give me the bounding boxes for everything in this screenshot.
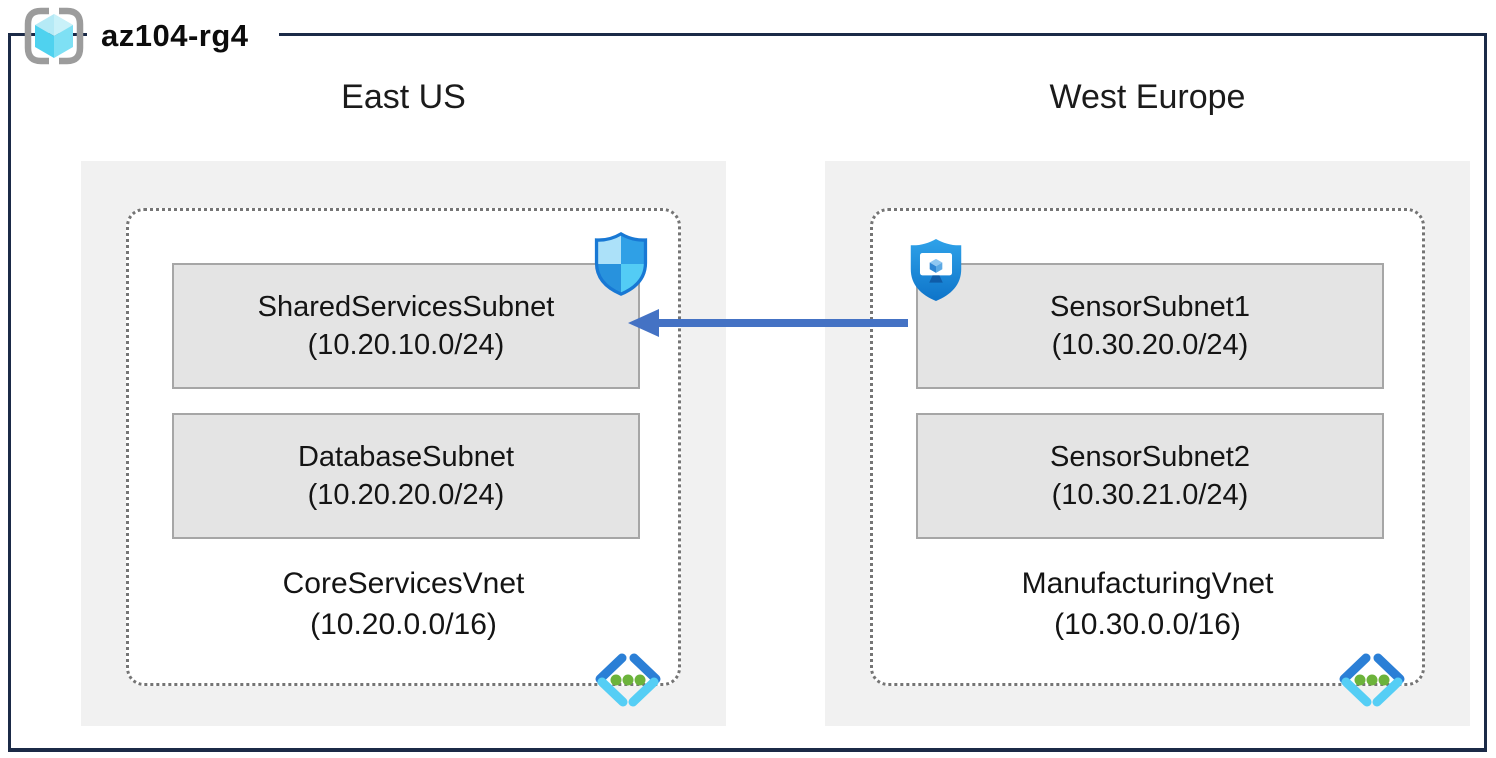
- vnet-cidr: (10.30.0.0/16): [1054, 608, 1241, 642]
- subnet-name: SharedServicesSubnet: [257, 290, 555, 323]
- resource-group-title: az104-rg4: [21, 6, 279, 66]
- resource-group-container: az104-rg4 East US SharedServicesSubnet (…: [8, 7, 1487, 752]
- subnet-cidr: (10.30.20.0/24): [1051, 329, 1249, 361]
- vnet-cidr: (10.20.0.0/16): [310, 608, 497, 642]
- vnet-name: CoreServicesVnet: [282, 567, 525, 600]
- region-label: East US: [341, 78, 466, 116]
- subnet-name: SensorSubnet2: [1050, 440, 1250, 473]
- virtual-network-icon: [1339, 653, 1405, 707]
- subnet-name: DatabaseSubnet: [297, 440, 515, 473]
- region-label: West Europe: [1049, 78, 1246, 116]
- region-east-us: East US SharedServicesSubnet (10.20.10.0…: [81, 36, 726, 752]
- vnet-manufacturing: SensorSubnet1 (10.30.20.0/24) SensorSubn…: [870, 208, 1425, 707]
- subnet-database: DatabaseSubnet (10.20.20.0/24): [172, 413, 640, 539]
- resource-group-icon: [24, 7, 84, 65]
- vnet-label: ManufacturingVnet (10.30.0.0/16): [873, 563, 1422, 646]
- vnet-name: ManufacturingVnet: [1021, 567, 1274, 600]
- subnet-cidr: (10.20.20.0/24): [307, 479, 505, 511]
- region-panel: SensorSubnet1 (10.30.20.0/24) SensorSubn…: [825, 161, 1470, 726]
- region-west-europe: West Europe SensorSubnet1 (10.30.20.0/24…: [825, 36, 1470, 752]
- subnet-name: SensorSubnet1: [1050, 290, 1250, 323]
- vnet-coreservices: SharedServicesSubnet (10.20.10.0/24) Dat…: [126, 208, 681, 707]
- subnet-sharedservices: SharedServicesSubnet (10.20.10.0/24): [172, 263, 640, 389]
- subnet-sensor1: SensorSubnet1 (10.30.20.0/24): [916, 263, 1384, 389]
- virtual-network-icon: [595, 653, 661, 707]
- vnet-label: CoreServicesVnet (10.20.0.0/16): [129, 563, 678, 646]
- resource-group-name: az104-rg4: [87, 12, 279, 60]
- subnet-sensor2: SensorSubnet2 (10.30.21.0/24): [916, 413, 1384, 539]
- subnet-cidr: (10.20.10.0/24): [307, 329, 505, 361]
- nsg-shield-icon: [594, 232, 648, 296]
- subnet-cidr: (10.30.21.0/24): [1051, 479, 1249, 511]
- asg-shield-icon: [910, 238, 962, 302]
- region-panel: SharedServicesSubnet (10.20.10.0/24) Dat…: [81, 161, 726, 726]
